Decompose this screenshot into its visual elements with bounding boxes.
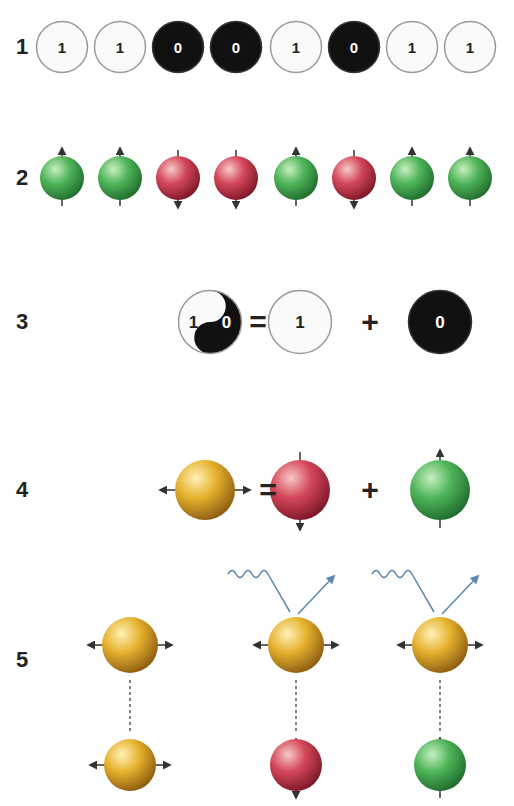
bit-text-box: 1	[385, 20, 439, 74]
operator-sign: =	[249, 307, 267, 337]
superposition-row	[160, 450, 470, 530]
bit-one-circle: 1	[385, 20, 439, 74]
bit-one-circle: 1	[35, 20, 89, 74]
spin-up-sphere	[390, 148, 434, 206]
bit-text-box: 0	[407, 289, 473, 355]
bit-text-box: 1	[443, 20, 497, 74]
spin-up-sphere	[98, 148, 142, 206]
bit-value: 1	[408, 40, 416, 55]
circle-outline	[177, 289, 243, 355]
spin-down-sphere	[156, 150, 200, 208]
operator-sign: +	[361, 307, 379, 337]
bit-text-box: 1	[269, 20, 323, 74]
bit-text-box: 0	[209, 20, 263, 74]
bit-value: 1	[295, 314, 304, 331]
bit-text-box: 10	[177, 289, 243, 355]
bit-value: 1	[58, 40, 66, 55]
spin-down-sphere	[332, 150, 376, 208]
bit-value: 1	[466, 40, 474, 55]
spin-up-sphere	[40, 148, 84, 206]
pair-link	[130, 680, 440, 732]
bit-text-box: 1	[93, 20, 147, 74]
spin-up-sphere	[448, 148, 492, 206]
superposed-sphere	[160, 460, 250, 520]
bit-text-box: 1	[35, 20, 89, 74]
row-number: 4	[16, 479, 28, 501]
bit-zero-circle: 0	[407, 289, 473, 355]
bit-text-box: 0	[327, 20, 381, 74]
spin-down-sphere	[270, 452, 330, 530]
bit-one-circle: 1	[269, 20, 323, 74]
measurement-row	[88, 571, 482, 799]
spin-up-sphere	[414, 738, 466, 798]
row-number: 5	[16, 649, 28, 671]
bit-zero-circle: 0	[327, 20, 381, 74]
spin-up-sphere	[410, 450, 470, 528]
bit-value: 1	[189, 314, 198, 331]
superposed-bit: 10	[177, 289, 243, 355]
photon-wave	[228, 571, 478, 615]
bit-zero-circle: 0	[209, 20, 263, 74]
superposed-sphere	[90, 739, 170, 791]
superposed-sphere	[88, 617, 172, 673]
bit-value: 0	[174, 40, 182, 55]
bit-one-circle: 1	[267, 289, 333, 355]
spin-row	[40, 148, 492, 208]
bit-text-box: 1	[267, 289, 333, 355]
bit-value: 0	[232, 40, 240, 55]
row-number: 1	[16, 36, 28, 58]
spin-down-sphere	[214, 150, 258, 208]
operator-sign: +	[361, 475, 379, 505]
bit-one-circle: 1	[93, 20, 147, 74]
bit-value: 1	[292, 40, 300, 55]
spin-up-sphere	[274, 148, 318, 206]
bit-value: 0	[222, 314, 231, 331]
bit-one-circle: 1	[443, 20, 497, 74]
bit-text-box: 0	[151, 20, 205, 74]
superposed-sphere	[254, 617, 338, 673]
spin-down-sphere	[270, 738, 322, 798]
bit-value: 0	[435, 314, 444, 331]
bit-value: 0	[350, 40, 358, 55]
row-number: 2	[16, 167, 28, 189]
bit-zero-circle: 0	[151, 20, 205, 74]
row-number: 3	[16, 311, 28, 333]
operator-sign: =	[259, 475, 277, 505]
bit-value: 1	[116, 40, 124, 55]
superposed-sphere	[398, 617, 482, 673]
